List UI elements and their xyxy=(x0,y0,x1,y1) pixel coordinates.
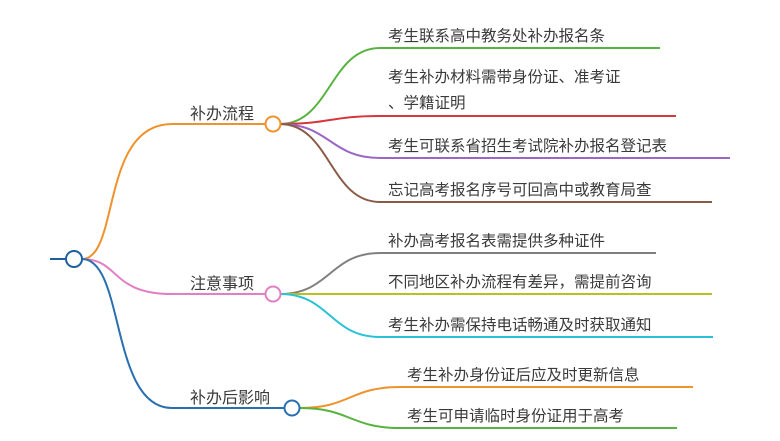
connector-b2-leaf-3 xyxy=(279,293,713,338)
connector-root-to-branch-2 xyxy=(81,258,272,295)
leaf-text: 忘记高考报名序号可回高中或教育局查 xyxy=(388,181,652,199)
branch-node-2 xyxy=(264,285,282,303)
connector-b3-leaf-1 xyxy=(299,386,693,409)
leaf-text: 考生可联系省招生考试院补办报名登记表 xyxy=(388,137,668,155)
branch-node-1 xyxy=(264,115,282,133)
leaf-text: 考生联系高中教务处补办报名条 xyxy=(388,27,606,45)
connector-b1-leaf-3 xyxy=(279,123,730,159)
connector-root-to-branch-1 xyxy=(81,123,272,260)
connector-b1-leaf-1 xyxy=(279,47,660,125)
connector-b1-leaf-2 xyxy=(279,115,676,125)
leaf-text: 考生补办需保持电话畅通及时获取通知 xyxy=(388,316,652,334)
leaf-text: 考生可申请临时身份证用于高考 xyxy=(407,407,625,425)
connector-b3-leaf-2 xyxy=(299,407,677,429)
connector-b1-leaf-4 xyxy=(279,123,712,203)
leaf-text: 考生补办身份证后应及时更新信息 xyxy=(407,366,640,384)
branch-node-3 xyxy=(283,399,301,417)
leaf-text: 不同地区补办流程有差异，需提前咨询 xyxy=(388,273,652,291)
leaf-text: 补办高考报名表需提供多种证件 xyxy=(388,232,606,250)
connector-root-to-branch-3 xyxy=(81,258,284,409)
connector-b2-leaf-1 xyxy=(279,252,656,295)
root-node xyxy=(65,250,83,268)
leaf-text: 考生补办材料需带身份证、准考证 xyxy=(388,68,621,86)
branch-label-process: 补办流程 xyxy=(190,104,255,123)
branch-label-impact: 补办后影响 xyxy=(190,388,271,407)
leaf-text: 、学籍证明 xyxy=(388,94,466,112)
branch-label-notes: 注意事项 xyxy=(190,274,255,293)
